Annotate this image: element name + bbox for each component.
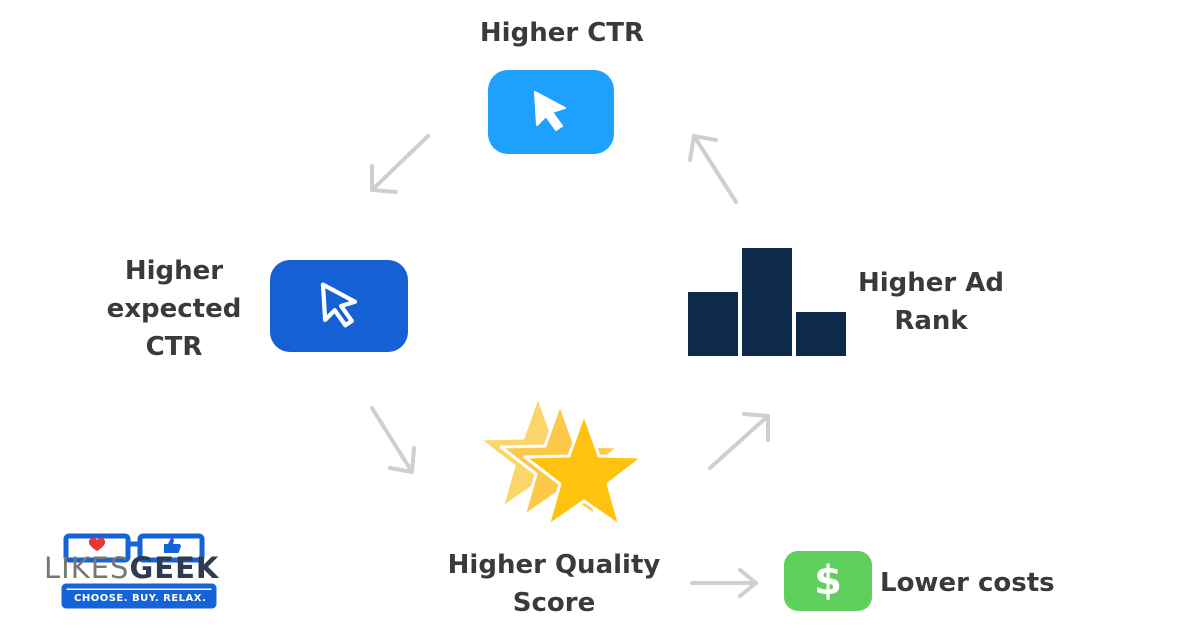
bar-middle bbox=[742, 248, 792, 356]
higher-ad-rank-label: Higher Ad Rank bbox=[857, 268, 1005, 336]
cursor-icon bbox=[534, 91, 566, 131]
thumbs-up-icon bbox=[164, 538, 181, 553]
higher-quality-score-label: Higher Quality Score bbox=[447, 550, 661, 618]
arrow-quality-score-to-ad-rank bbox=[708, 412, 770, 470]
lower-costs-label: Lower costs bbox=[880, 568, 1055, 598]
logo-wordmark: LIKESGEEK bbox=[44, 551, 220, 585]
dollar-icon: $ bbox=[784, 551, 872, 611]
arrow-expected-ctr-to-quality-score bbox=[370, 406, 416, 474]
cursor-icon bbox=[320, 282, 358, 328]
bar-right bbox=[796, 312, 846, 356]
higher-ctr-tile bbox=[488, 70, 614, 154]
likesgeek-logo: LIKESGEEK CHOOSE. BUY. RELAX. bbox=[44, 522, 234, 610]
heart-icon bbox=[88, 537, 106, 551]
arrow-ctr-to-expected-ctr bbox=[370, 134, 430, 194]
higher-expected-ctr-label: Higher expected CTR bbox=[106, 256, 242, 362]
higher-expected-ctr-tile bbox=[270, 260, 408, 352]
logo-tagline: CHOOSE. BUY. RELAX. bbox=[66, 590, 215, 607]
bar-left bbox=[688, 292, 738, 356]
higher-ctr-label: Higher CTR bbox=[479, 18, 645, 48]
arrow-quality-score-to-lower-costs bbox=[690, 568, 758, 598]
arrow-ad-rank-to-ctr bbox=[688, 134, 738, 204]
